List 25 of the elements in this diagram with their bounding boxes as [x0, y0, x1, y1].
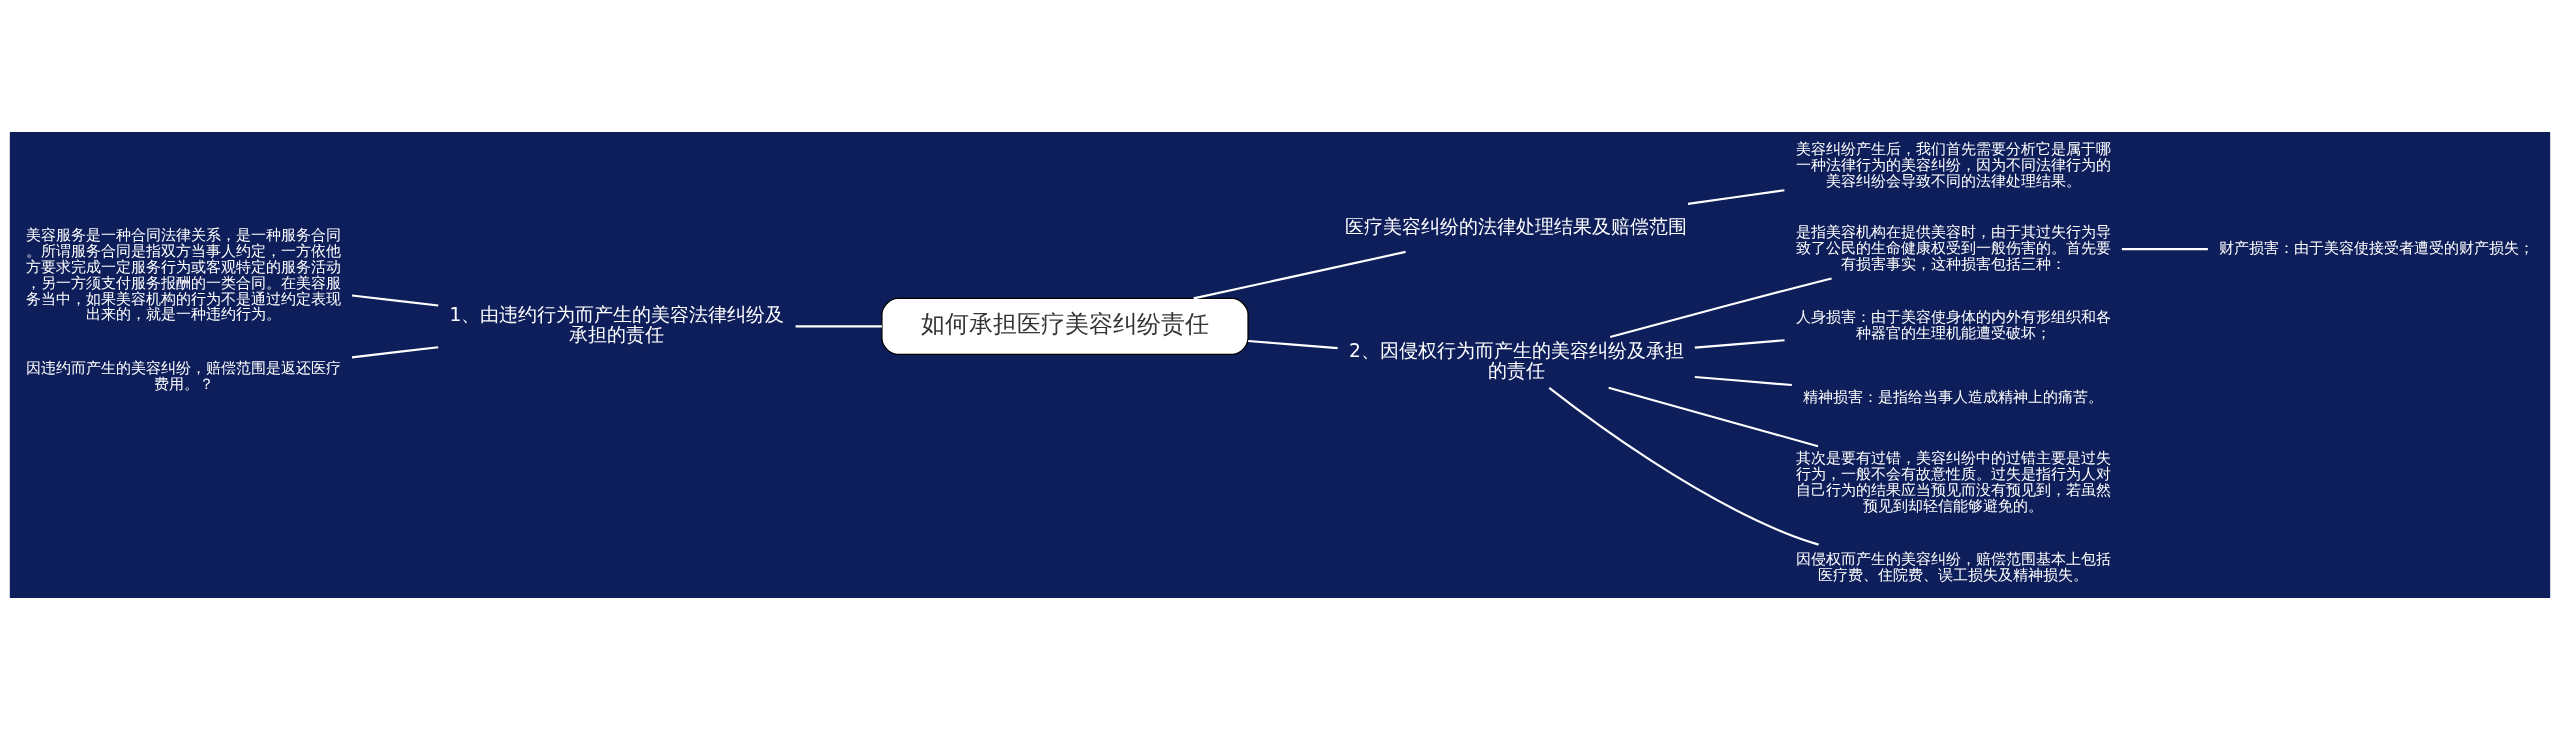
connector [1548, 386, 1819, 546]
connector [795, 324, 882, 327]
connector [1609, 276, 1832, 338]
node-text: 因违约而产生的美容纠纷，赔偿范围是返还医疗费用。？ [26, 358, 342, 392]
node-box: 如何承担医疗美容纠纷责任 [881, 297, 1249, 355]
connector [351, 345, 439, 358]
node-text: 2、因侵权行为而产生的美容纠纷及承担的责任 [1348, 339, 1684, 381]
connector [1193, 250, 1406, 299]
node-text: 精神损害：是指给当事人造成精神上的痛苦。 [1803, 387, 2104, 405]
node-text: 财产损害：由于美容使接受者遭受的财产损失； [2218, 238, 2534, 256]
node-text: 因侵权而产生的美容纠纷，赔偿范围基本上包括医疗费、住院费、误工损失及精神损失。 [1795, 549, 2111, 583]
connector [1608, 386, 1819, 447]
node-text: 美容服务是一种合同法律关系，是一种服务合同。所谓服务合同是指双方当事人约定，一方依他方要求完成一定服务行为或客观特定的服务活动，另一方须支付服务报酬的一类合同。在美容服务当中，如果美容机构的行为不是通过约定表现出来的，就是一种违约行为。 [26, 225, 342, 322]
node-text: 其次是要有过错，美容纠纷中的过错主要是过失行为，一般不会有故意性质。过失是指行为人对自己行为的结果应当预见而没有预见到，若虽然预见到却轻信能够避免的。 [1795, 448, 2111, 514]
node-text: 是指美容机构在提供美容时，由于其过失行为导致了公民的生命健康权受到一般伤害的。首先要有损害事实，这种损害包括三种： [1795, 222, 2111, 272]
connector [1687, 188, 1785, 205]
connector [1694, 338, 1785, 349]
node-text: 1、由违约行为而产生的美容法律纠纷及承担的责任 [449, 303, 785, 345]
node-text: 美容纠纷产生后，我们首先需要分析它是属于哪一种法律行为的美容纠纷，因为不同法律行为的美容纠纷会导致不同的法律处理结果。 [1795, 139, 2111, 189]
connector [1248, 339, 1338, 349]
connector [351, 293, 439, 307]
node-text: 医疗美容纠纷的法律处理结果及赔偿范围 [1345, 215, 1688, 237]
node-text: 人身损害：由于美容使身体的内外有形组织和各种器官的生理机能遭受破坏； [1795, 307, 2111, 341]
connector [1694, 375, 1792, 386]
connector [2121, 247, 2208, 250]
